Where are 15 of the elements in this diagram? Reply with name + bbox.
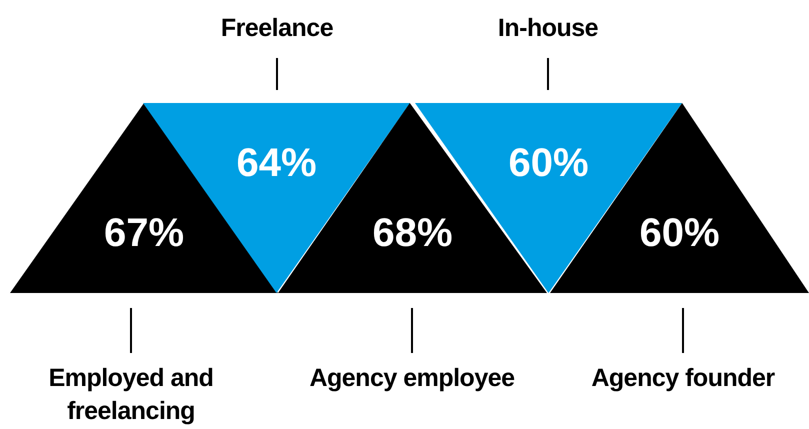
- leader-line: [130, 308, 132, 353]
- leader-line: [411, 308, 413, 353]
- leader-line: [547, 58, 549, 90]
- percentage-value: 60%: [639, 211, 720, 255]
- category-label: In-house: [496, 13, 600, 44]
- category-label: Agency founder: [590, 363, 776, 394]
- category-label: Employed and freelancing: [48, 363, 214, 427]
- percentage-value: 64%: [236, 141, 317, 185]
- percentage-value: 68%: [372, 211, 453, 255]
- leader-line: [682, 308, 684, 353]
- percentage-value: 60%: [508, 141, 589, 185]
- percentage-value: 67%: [104, 211, 184, 255]
- category-label: Freelance: [220, 13, 334, 44]
- leader-line: [276, 58, 278, 90]
- category-label: Agency employee: [308, 363, 516, 394]
